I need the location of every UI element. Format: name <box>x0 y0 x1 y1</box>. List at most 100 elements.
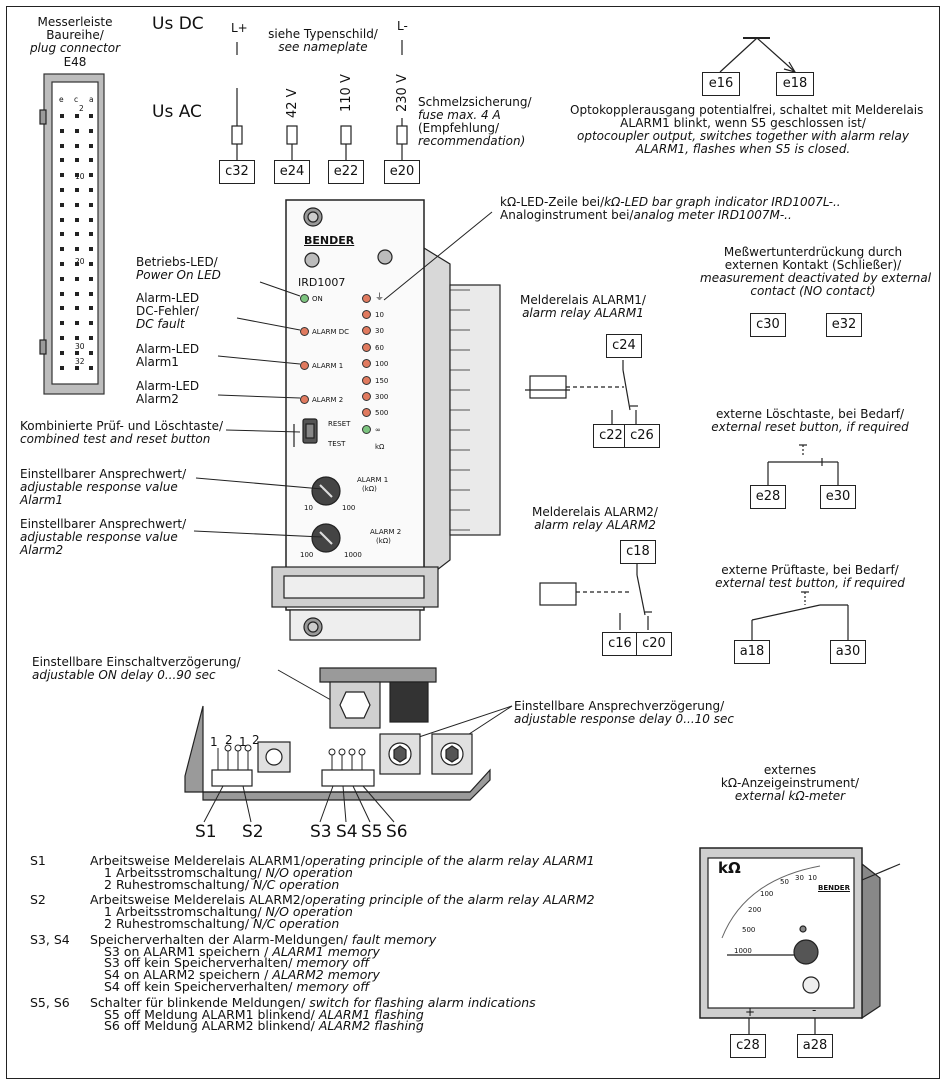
connector-pin <box>75 173 79 178</box>
switch-s5-label: S5 <box>361 822 383 842</box>
fuse-en2: recommendation) <box>418 134 526 148</box>
meter-scale-500: 500 <box>742 926 756 934</box>
meter-scale-30: 30 <box>795 874 804 882</box>
nameplate-de: siehe Typenschild/ <box>268 27 378 41</box>
connector-pin <box>89 114 93 118</box>
suppress-line4: contact (NO contact) <box>750 284 876 298</box>
nameplate-en: see nameplate <box>278 40 368 54</box>
knob1-max: 100 <box>342 504 356 512</box>
bargraph-led <box>362 375 371 385</box>
reset-label: RESET <box>328 420 351 428</box>
meter-title2: kΩ-Anzeigeinstrument/ <box>720 776 860 790</box>
connector-pin <box>60 336 64 340</box>
switch-s6-label: S6 <box>386 822 408 842</box>
power-led-de: Betriebs-LED/ <box>136 255 218 269</box>
a1-de2: Alarm1 <box>136 355 179 369</box>
bargraph-line1: kΩ-LED-Zeile bei/kΩ-LED bar graph indica… <box>500 195 841 209</box>
fuse-de: Schmelzsicherung/ <box>418 95 532 109</box>
connector-pin <box>60 262 64 266</box>
a1-de1: Alarm-LED <box>136 342 200 356</box>
connector-pin <box>60 247 64 252</box>
v42-label: 42 V <box>285 88 300 118</box>
terminal-a30: a30 <box>830 640 866 664</box>
a2-de2: Alarm2 <box>136 392 179 406</box>
terminal-c32: c32 <box>219 160 255 184</box>
alarm1-led <box>300 361 309 370</box>
ext-reset-en: external reset button, if required <box>711 420 909 434</box>
l-plus-label: L+ <box>231 21 248 35</box>
pos-num-1: 1 <box>210 735 218 749</box>
led-alarm-dc-label: ALARM DC <box>312 328 350 336</box>
connector-pin <box>89 217 93 222</box>
connector-pin <box>89 143 93 148</box>
device-brand: BENDER <box>304 234 355 247</box>
us-ac-label: Us AC <box>152 102 202 122</box>
bar-led-ground <box>362 294 371 303</box>
meter-minus: - <box>812 1003 817 1017</box>
knob1-unit: (kΩ) <box>362 485 377 493</box>
legend-subitem: 1 Arbeitsstromschaltung/ N/O operation <box>104 864 353 880</box>
bargraph-led <box>362 392 371 401</box>
bargraph-led <box>362 408 371 418</box>
terminal-c20: c20 <box>636 632 672 656</box>
opto-line4: ALARM1, flashes when S5 is closed. <box>635 142 851 156</box>
heatsink-fins <box>450 289 470 531</box>
meter-body <box>699 847 901 1034</box>
legend-title: Schalter für blinkende Meldungen/ switch… <box>90 994 536 1010</box>
resp2-en1: adjustable response value <box>20 530 178 544</box>
meter-title3: external kΩ-meter <box>734 789 846 803</box>
switch-s4-label: S4 <box>336 822 358 842</box>
a2-de1: Alarm-LED <box>136 379 200 393</box>
device-front-plate <box>271 199 501 641</box>
terminal-e20: e20 <box>384 160 420 184</box>
opto-line2: ALARM1 blinkt, wenn S5 geschlossen ist/ <box>620 116 866 130</box>
connector-pin <box>60 143 64 148</box>
terminal-e24: e24 <box>274 160 310 184</box>
connector-pin <box>75 365 79 370</box>
col-e: e <box>59 95 64 104</box>
connector-pin <box>89 173 93 178</box>
pos-num-4: 2 <box>252 733 260 747</box>
switch-s1-label: S1 <box>195 822 217 842</box>
bargraph-scale-label: 60 <box>375 343 384 352</box>
connector-title-de: Messerleiste <box>37 15 113 29</box>
device-kohm: kΩ <box>375 443 385 451</box>
terminal-a18: a18 <box>734 640 770 664</box>
bargraph-scale-label: 100 <box>375 360 389 369</box>
relay2-symbol <box>539 563 652 630</box>
pos-num-2: 2 <box>225 733 233 747</box>
fuse-en: fuse max. 4 A <box>418 108 501 122</box>
ext-test-en: external test button, if required <box>715 576 905 590</box>
ondelay-en: adjustable ON delay 0...90 sec <box>32 668 216 682</box>
device-model: IRD1007 <box>298 276 346 289</box>
plug-connector-body <box>39 73 105 395</box>
connector-pin <box>89 202 93 207</box>
legend-title: Arbeitsweise Melderelais ALARM1/operatin… <box>90 853 595 868</box>
terminal-c28: c28 <box>730 1034 766 1058</box>
connector-pin <box>89 158 93 163</box>
terminal-c16: c16 <box>602 632 638 656</box>
switch-s2-label: S2 <box>242 822 264 842</box>
respdelay-de: Einstellbare Ansprechverzögerung/ <box>514 699 725 713</box>
legend-code: S5, S6 <box>30 994 70 1010</box>
led-alarm2-label: ALARM 2 <box>312 396 344 404</box>
connector-pin <box>75 114 79 118</box>
connector-pin <box>60 350 64 355</box>
connector-pin <box>75 321 79 326</box>
optocoupler-switch-symbol <box>719 37 797 73</box>
ext-test-de: externe Prüftaste, bei Bedarf/ <box>721 563 899 577</box>
legend-subitem: S4 on ALARM2 speichern / ALARM2 memory <box>104 967 380 983</box>
connector-pin <box>60 188 64 192</box>
legend-subitem: S5 off Meldung ALARM1 blinkend/ ALARM1 f… <box>104 1006 424 1022</box>
meter-scale-10: 10 <box>808 874 817 882</box>
resp2-de: Einstellbarer Ansprechwert/ <box>20 517 187 531</box>
knob2-min: 100 <box>300 551 314 559</box>
meter-plus: + <box>745 1005 756 1019</box>
knob2-unit: (kΩ) <box>376 537 391 545</box>
legend-code: S1 <box>30 853 46 868</box>
connector-pin <box>89 247 93 252</box>
bargraph-led <box>362 310 371 319</box>
bargraph-scale-label: 30 <box>375 327 384 336</box>
col-a: a <box>89 95 94 104</box>
v110-label: 110 V <box>339 74 354 112</box>
